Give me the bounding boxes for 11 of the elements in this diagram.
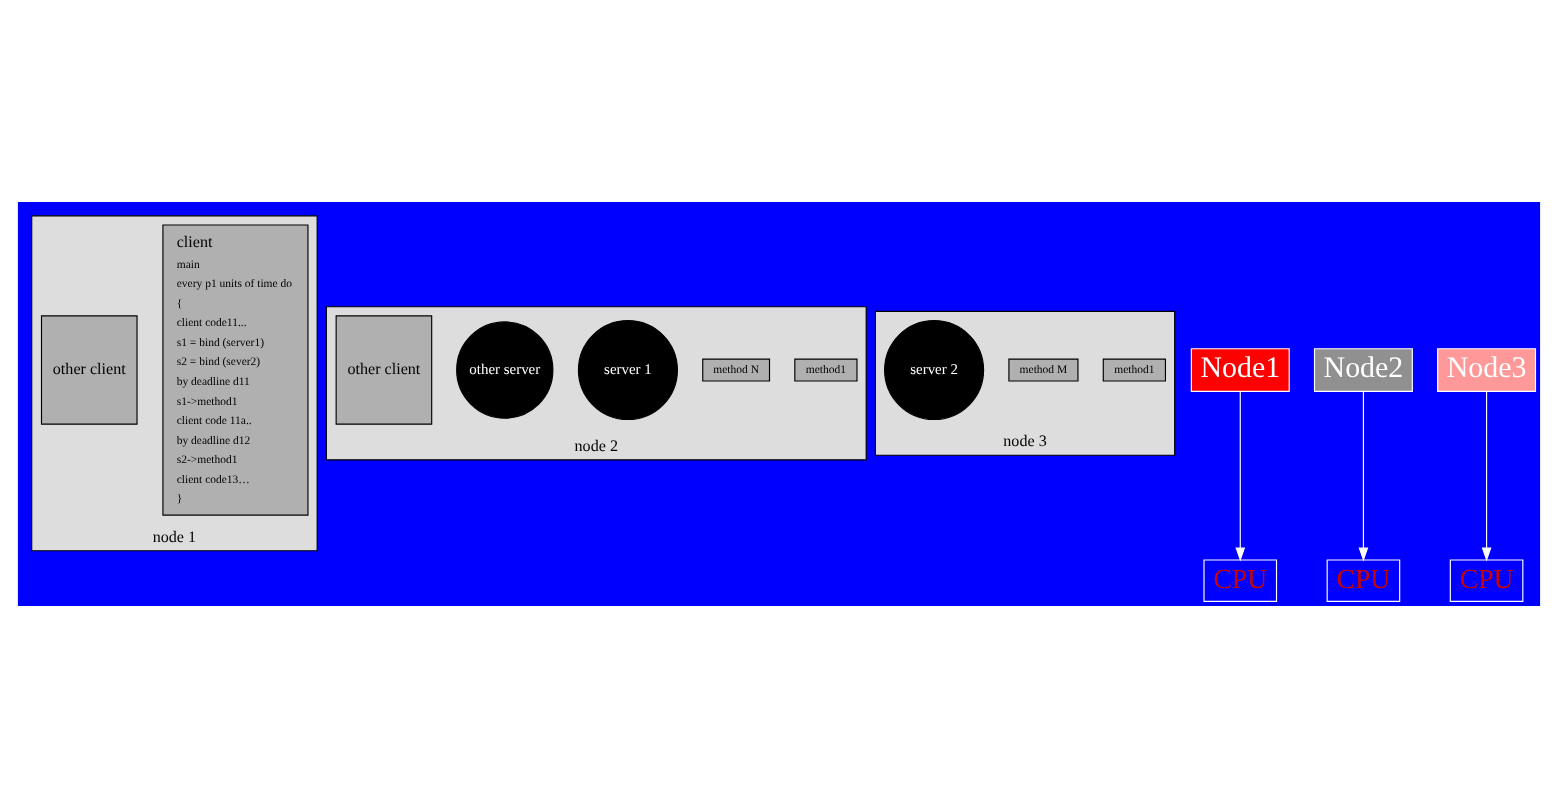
arrow [1235,389,1246,561]
node-box: Node1 [1190,347,1290,391]
node-box: Node2 [1313,347,1413,391]
node-box: other client [40,314,138,424]
node-box: CPU [1326,558,1401,601]
arrow [1481,389,1492,561]
node-box: CPU [1449,558,1524,601]
node-box: Node3 [1437,347,1537,391]
node-box: other client [335,314,433,424]
arrow [1358,389,1369,561]
node-box: CPU [1203,558,1278,601]
